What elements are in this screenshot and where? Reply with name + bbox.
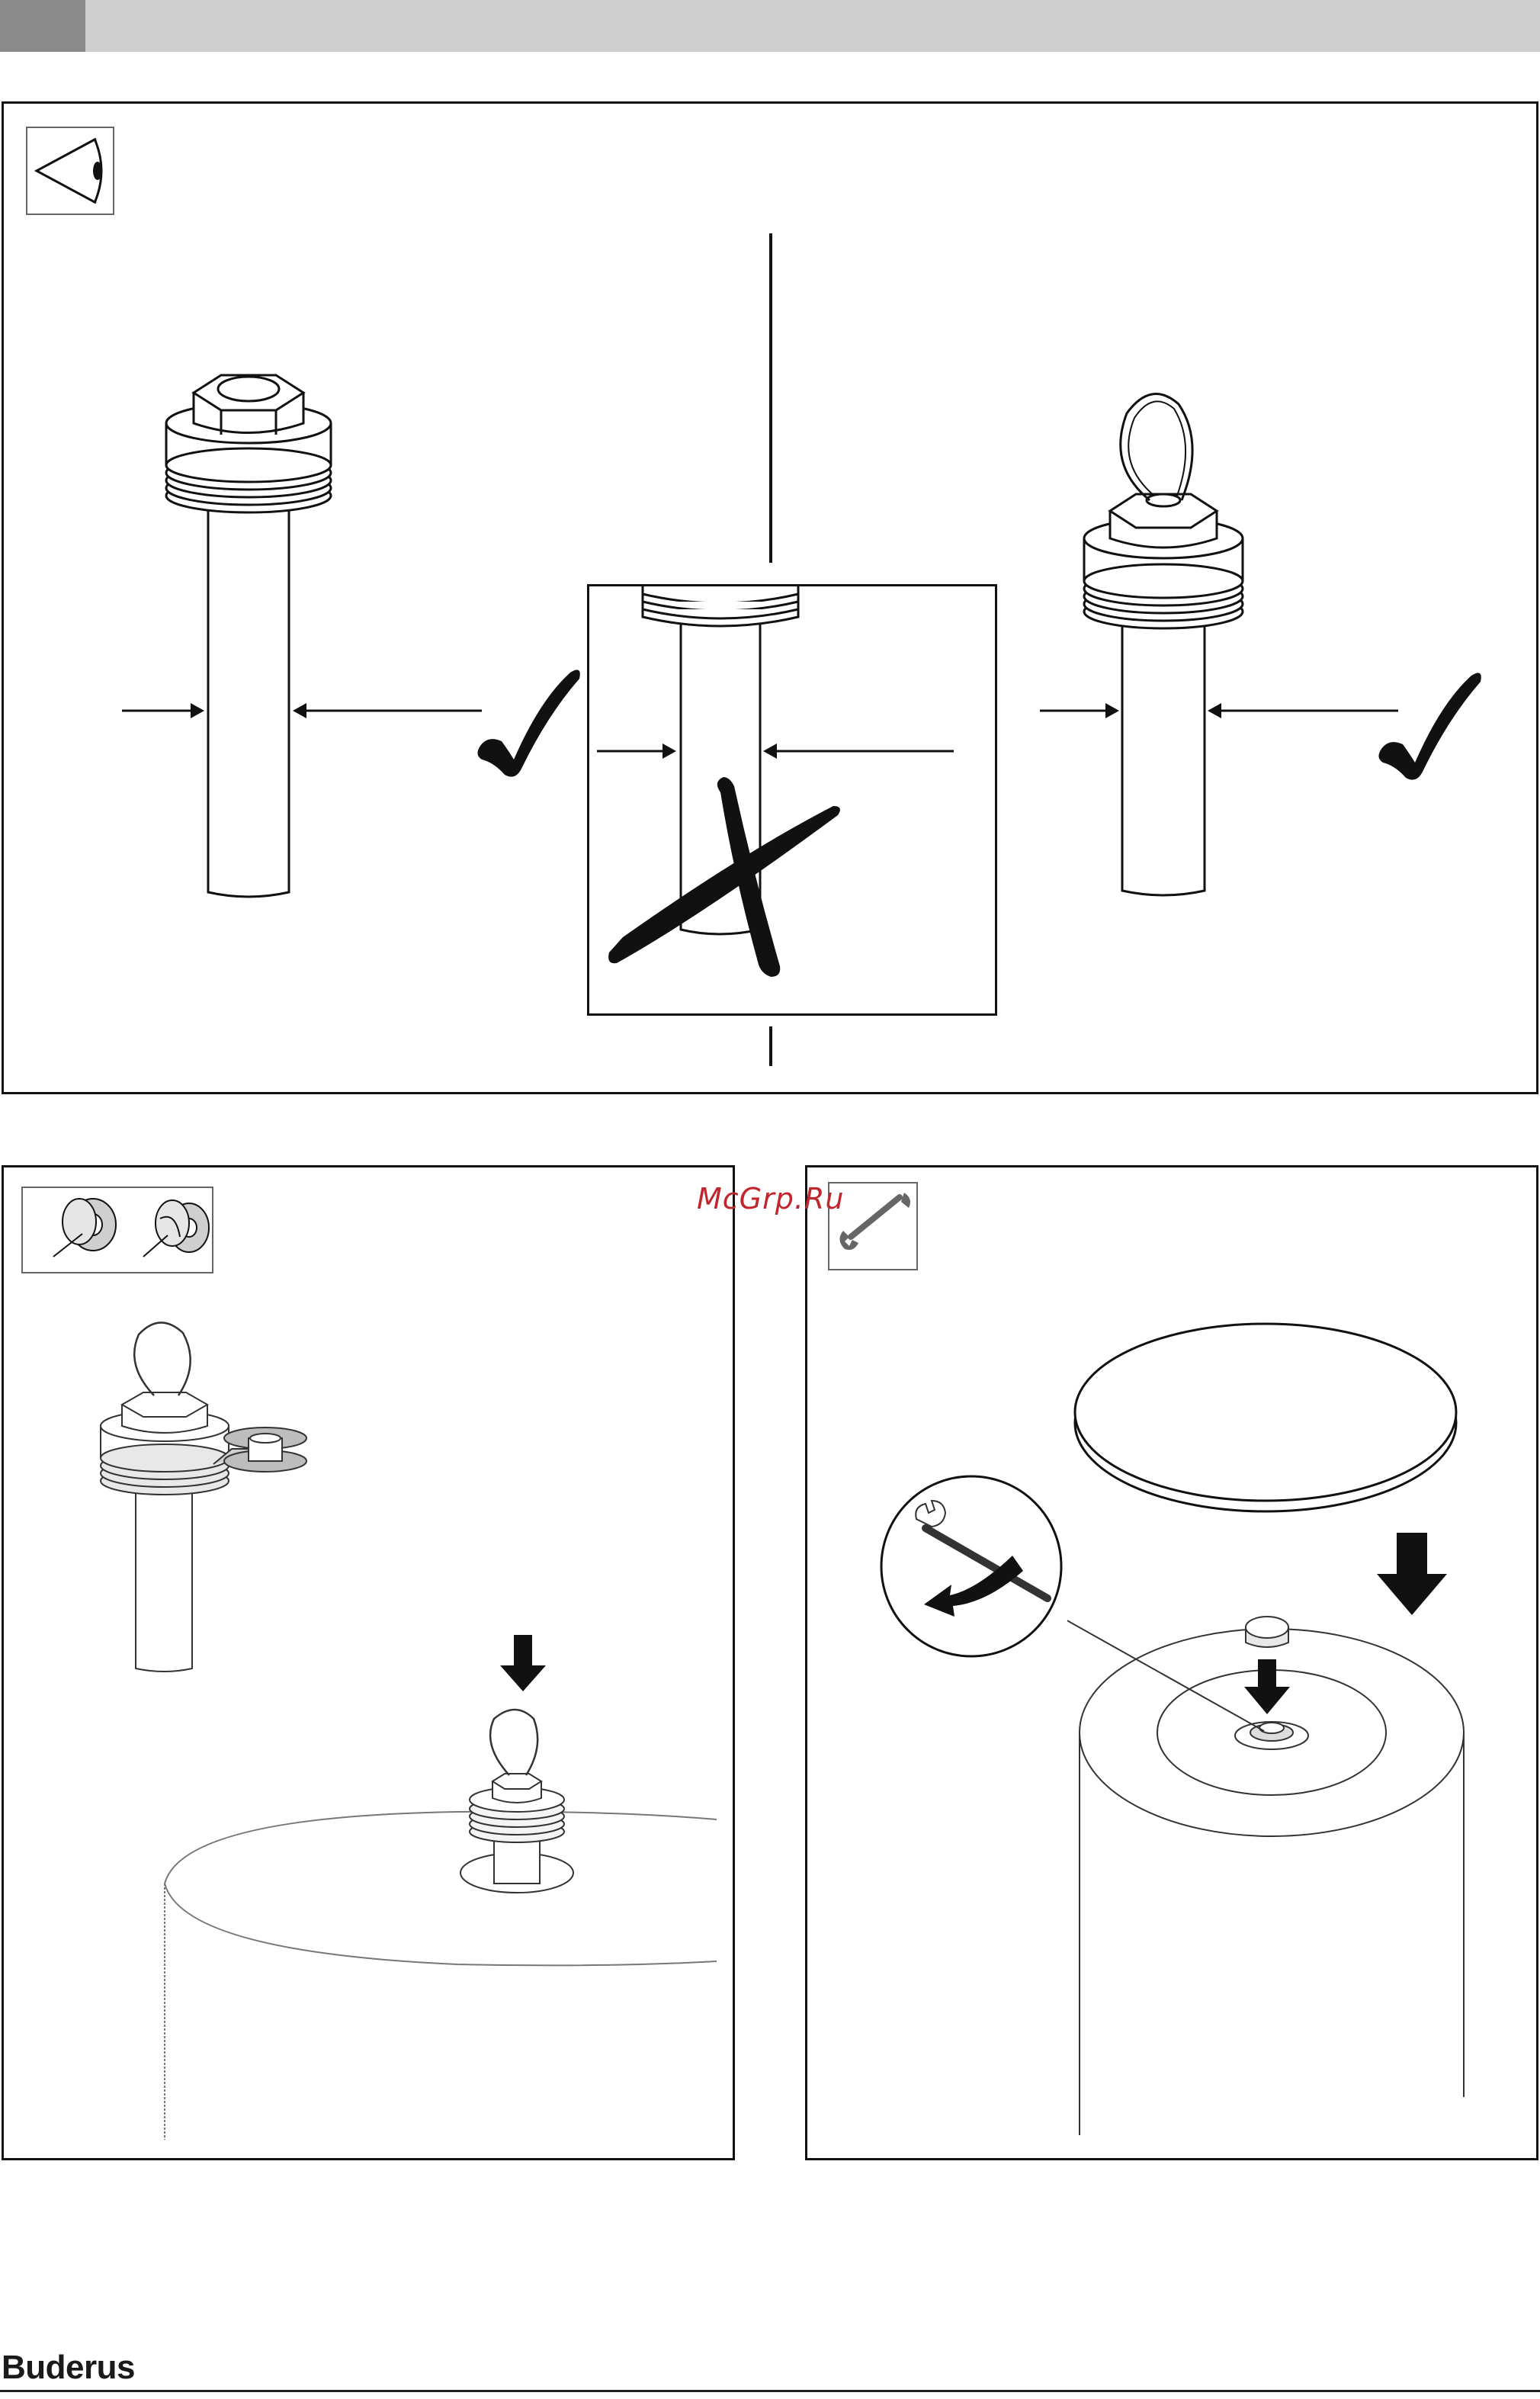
brand-logo: Buderus [2, 2349, 135, 2387]
incorrect-tube-figure [589, 586, 995, 1013]
sensor-tape-wrap-figure [99, 1312, 328, 1678]
wrench-detail-circle [878, 1473, 1064, 1659]
tank-sensor-insert-figure [152, 1700, 717, 2143]
sensor-tube-loop-figure [1037, 374, 1494, 907]
correct-checkmark-icon [1372, 665, 1487, 787]
header-tab [0, 0, 85, 52]
watermark-text: McGrp.Ru [697, 1182, 844, 1216]
eye-inspection-icon [26, 127, 114, 215]
sealing-tape-icon [21, 1187, 213, 1273]
insert-down-arrow [499, 1635, 547, 1693]
divider-line-lower [769, 1026, 772, 1066]
tank-lid-figure [1067, 1309, 1464, 1537]
footer-line [0, 2390, 1540, 2392]
correct-checkmark-icon [471, 662, 586, 784]
divider-line-upper [769, 233, 772, 563]
header-bar [0, 0, 1540, 52]
tank-plug-figure [1067, 1601, 1479, 2150]
